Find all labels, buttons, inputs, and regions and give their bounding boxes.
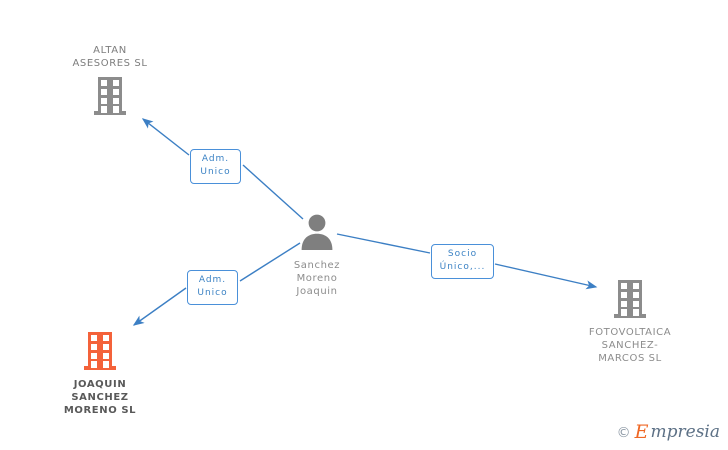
copyright-icon: ©	[616, 424, 631, 441]
building-icon	[35, 75, 185, 119]
node-label-altan: ALTAN ASESORES SL	[72, 45, 148, 69]
brand-name: mpresia	[650, 422, 721, 442]
brand-initial: E	[634, 421, 649, 443]
node-company-altan[interactable]: ALTAN ASESORES SL	[35, 44, 185, 119]
empresia-watermark: © E mpresia	[617, 423, 720, 442]
node-label-person: Sanchez Moreno Joaquin	[293, 260, 341, 297]
edge-label-socio-unico-fotovoltaica[interactable]: Socio Único,...	[431, 244, 494, 279]
person-icon	[242, 212, 392, 256]
building-icon	[555, 278, 705, 322]
node-company-fotovoltaica-sanchez-marcos[interactable]: FOTOVOLTAICA SANCHEZ- MARCOS SL	[555, 278, 705, 365]
building-icon	[25, 330, 175, 374]
node-person-sanchez-moreno-joaquin[interactable]: Sanchez Moreno Joaquin	[242, 212, 392, 298]
node-label-fotovoltaica: FOTOVOLTAICA SANCHEZ- MARCOS SL	[588, 327, 672, 364]
node-label-joaquin: JOAQUIN SANCHEZ MORENO SL	[63, 379, 137, 416]
edge-label-adm-unico-joaquin[interactable]: Adm. Unico	[187, 270, 238, 305]
node-company-joaquin-sanchez-moreno[interactable]: JOAQUIN SANCHEZ MORENO SL	[25, 330, 175, 417]
edge-label-adm-unico-altan[interactable]: Adm. Unico	[190, 149, 241, 184]
